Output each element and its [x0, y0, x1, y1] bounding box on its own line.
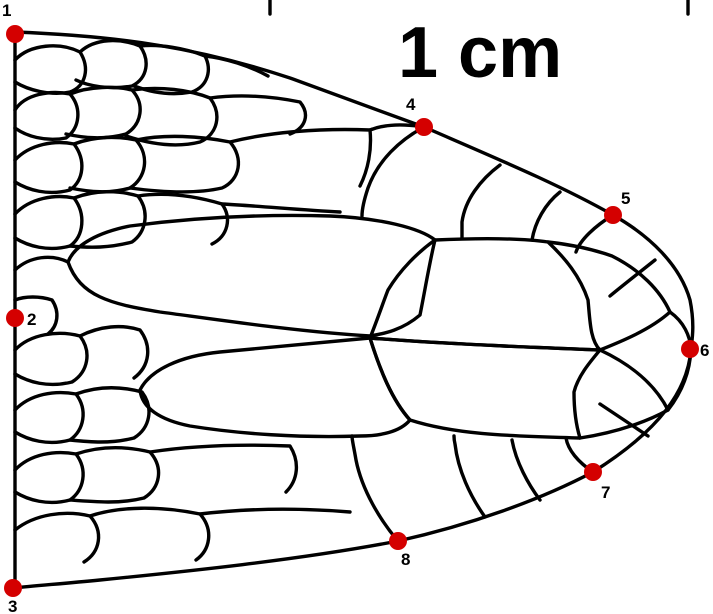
- scale-bar: 1 cm: [270, 0, 688, 93]
- scale-tile: [90, 508, 209, 560]
- scale-tile: [15, 257, 68, 270]
- landmark-1-dot: [6, 25, 24, 43]
- landmark-4-label: 4: [406, 95, 416, 114]
- landmark-1-label: 1: [2, 1, 11, 20]
- landmark-7-dot: [584, 463, 602, 481]
- landmark-8-label: 8: [401, 550, 410, 569]
- landmark-8-dot: [389, 532, 407, 550]
- scale-tile: [15, 143, 82, 193]
- supralabial-divider: [610, 260, 655, 296]
- supralabial-divider: [532, 192, 560, 240]
- scale-tile: [15, 513, 99, 562]
- head-scale-outline: [15, 32, 693, 588]
- landmark-3-dot: [4, 579, 22, 597]
- landmark-2-label: 2: [27, 310, 36, 329]
- scale-tile: [150, 445, 296, 492]
- parietal-scale-lower: [140, 338, 410, 437]
- landmark-3-label: 3: [8, 597, 17, 614]
- scale-tile: [15, 393, 83, 443]
- scale-tile: [200, 509, 350, 514]
- infralabial-divider: [454, 436, 485, 517]
- rostral-scale-divider: [668, 312, 691, 410]
- scale-tile: [222, 204, 340, 212]
- parietal-scale-upper: [68, 215, 435, 336]
- scale-tile: [15, 197, 82, 249]
- landmark-7-label: 7: [601, 483, 610, 502]
- frontal-scale: [370, 239, 600, 350]
- scale-tile: [15, 453, 83, 503]
- landmark-6-label: 6: [700, 341, 709, 360]
- scale-tile: [80, 327, 148, 378]
- scale-tile: [15, 93, 78, 140]
- scale-tile: [205, 56, 268, 76]
- scale-tile: [15, 333, 87, 384]
- scale-tile: [15, 46, 85, 93]
- landmark-5-label: 5: [621, 189, 630, 208]
- infralabial-divider: [352, 436, 398, 541]
- scale-bar-label: 1 cm: [398, 13, 562, 93]
- head-silhouette: [15, 32, 693, 588]
- supralabial-divider: [462, 165, 500, 238]
- landmark-5-dot: [604, 206, 622, 224]
- scale-tile: [210, 96, 305, 134]
- infralabial-divider: [512, 440, 540, 500]
- landmark-4-dot: [415, 118, 433, 136]
- landmark-6-dot: [681, 340, 699, 358]
- prefrontal-scale-lower: [370, 338, 600, 438]
- scale-tile: [230, 130, 371, 187]
- landmark-2-dot: [6, 309, 24, 327]
